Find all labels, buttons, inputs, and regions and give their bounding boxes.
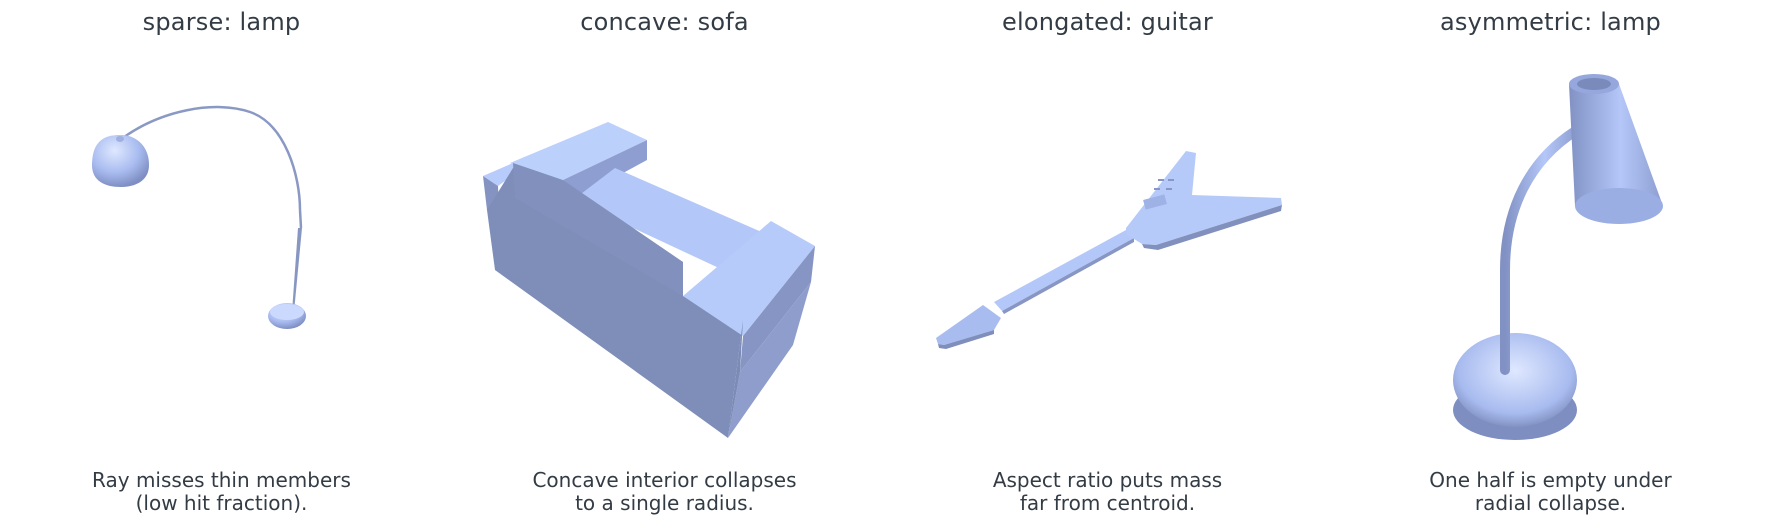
panel-title: elongated: guitar — [1002, 8, 1213, 36]
floor-lamp-render — [92, 105, 306, 329]
caption-line: One half is empty under — [1429, 468, 1672, 492]
panel-caption: One half is empty under radial collapse. — [1329, 469, 1772, 515]
caption-line: Concave interior collapses — [532, 468, 797, 492]
sofa-render — [483, 122, 815, 438]
panel-title: asymmetric: lamp — [1440, 8, 1661, 36]
guitar-render — [936, 151, 1282, 349]
panel-caption: Aspect ratio puts mass far from centroid… — [886, 469, 1329, 515]
caption-line: (low hit fraction). — [135, 491, 308, 515]
caption-line: to a single radius. — [575, 491, 754, 515]
panel-asymmetric-lamp: asymmetric: lamp One half is empty under — [1329, 0, 1772, 530]
caption-line: far from centroid. — [1019, 491, 1196, 515]
caption-line: radial collapse. — [1474, 491, 1627, 515]
panel-title: concave: sofa — [580, 8, 749, 36]
panel-sparse-lamp: sparse: lamp Ray misses thin members (lo… — [0, 0, 443, 530]
caption-line: Aspect ratio puts mass — [992, 468, 1223, 492]
panel-elongated-guitar: elongated: guitar Aspect ratio puts mass… — [886, 0, 1329, 530]
panel-concave-sofa: concave: sofa Concave interior collapses… — [443, 0, 886, 530]
panel-caption: Ray misses thin members (low hit fractio… — [0, 469, 443, 515]
desk-lamp-render — [1453, 74, 1663, 440]
panel-title: sparse: lamp — [142, 8, 301, 36]
caption-line: Ray misses thin members — [92, 468, 351, 492]
panel-caption: Concave interior collapses to a single r… — [443, 469, 886, 515]
